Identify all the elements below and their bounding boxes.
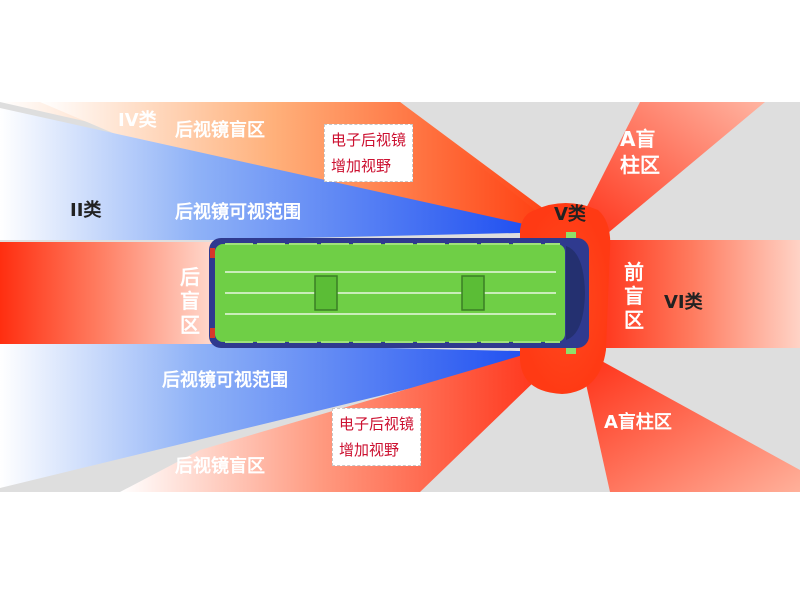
note-e-mirror-top-line1: 电子后视镜 — [331, 131, 407, 149]
label-rear-blind-char1: 后 — [180, 265, 200, 289]
bus-windshield — [566, 246, 585, 340]
zone-rear-blind — [0, 242, 212, 344]
label-front-blind: 前 盲 区 — [622, 260, 646, 332]
label-rear-blind: 后 盲 区 — [178, 265, 202, 337]
zone-mirror-view-top — [0, 108, 560, 240]
label-rear-blind-char2: 盲 — [180, 289, 200, 313]
label-front-blind-char2: 盲 — [624, 284, 644, 308]
bus-rear-light-bottom — [210, 328, 215, 338]
label-a-pillar-top-line2: 柱区 — [620, 153, 660, 177]
zone-a-pillar-bottom — [578, 348, 800, 492]
bus — [209, 232, 589, 354]
label-rear-blind-char3: 区 — [180, 313, 200, 337]
zone-a-pillar-top — [572, 102, 765, 248]
label-mirror-view-top: 后视镜可视范围 — [175, 202, 301, 223]
bus-roof-hatch-front — [461, 275, 485, 311]
bus-roof-hatch-rear — [314, 275, 338, 311]
bus-mirror-left — [566, 232, 576, 238]
note-e-mirror-bottom-line2: 增加视野 — [339, 441, 400, 459]
label-mirror-view-bottom: 后视镜可视范围 — [162, 370, 288, 391]
zone-mirror-view-bottom — [0, 344, 560, 488]
bus-mirror-right — [566, 348, 576, 354]
note-e-mirror-top-line2: 增加视野 — [331, 157, 392, 175]
label-class-iv: IV类 — [118, 110, 157, 131]
bus-rear-light-top — [210, 248, 215, 258]
label-mirror-blind-bottom: 后视镜盲区 — [175, 456, 265, 477]
label-a-pillar-top-line1: A盲 — [620, 127, 656, 151]
label-a-pillar-top: A盲 柱区 — [620, 126, 660, 178]
label-a-pillar-bottom: A盲柱区 — [604, 412, 672, 433]
label-class-ii: II类 — [70, 200, 102, 221]
note-e-mirror-bottom: 电子后视镜 增加视野 — [332, 408, 422, 466]
label-class-v: V类 — [554, 204, 586, 225]
label-class-vi: VI类 — [664, 292, 703, 313]
label-mirror-blind-top: 后视镜盲区 — [175, 120, 265, 141]
label-front-blind-char3: 区 — [624, 308, 644, 332]
zone-front-blind — [585, 240, 800, 348]
label-front-blind-char1: 前 — [624, 260, 644, 284]
note-e-mirror-top: 电子后视镜 增加视野 — [324, 124, 414, 182]
note-e-mirror-bottom-line1: 电子后视镜 — [339, 415, 415, 433]
